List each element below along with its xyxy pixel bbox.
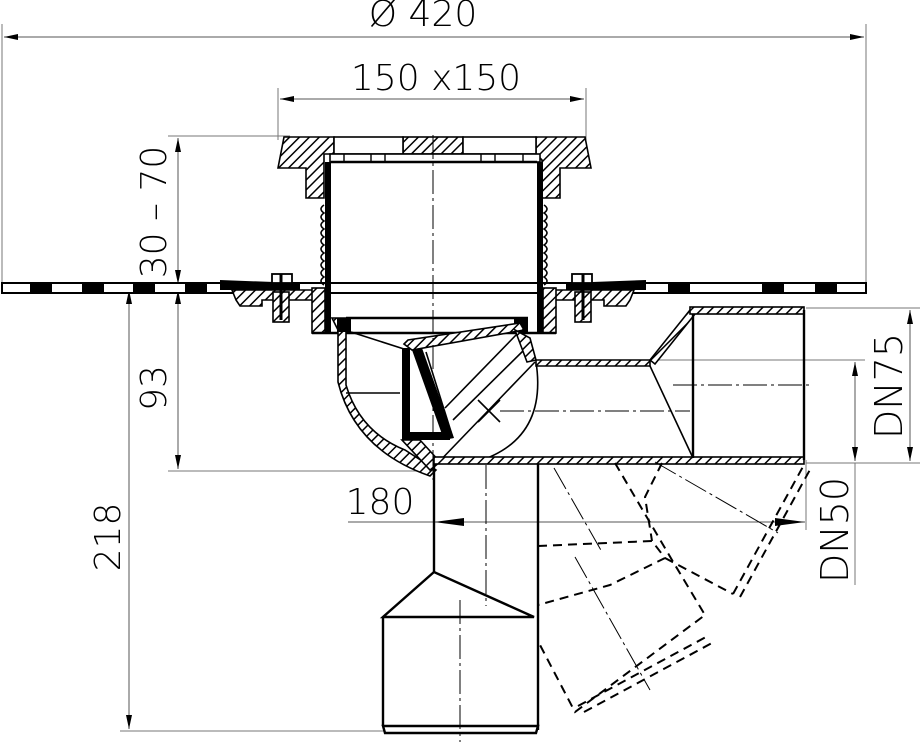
drain-body — [330, 135, 539, 480]
dimension-dn50: DN50 — [540, 359, 865, 585]
dimension-horizontal-offset: 180 — [346, 460, 807, 530]
dim-label-dn50: DN50 — [813, 477, 857, 583]
dimension-dn75: DN75 — [806, 307, 920, 464]
clamp-ring-right — [547, 273, 646, 323]
dim-label-adjustment: 30 – 70 — [134, 146, 175, 279]
clamp-ring-left — [220, 273, 319, 323]
dim-label-grate: 150 x150 — [351, 58, 521, 99]
dimension-outlet-depth: 93 — [134, 290, 430, 472]
grate-frame — [277, 136, 592, 199]
dimension-overall-diameter: Ø 420 — [1, 0, 867, 285]
dim-label-180: 180 — [346, 482, 415, 523]
outlet-dn50-angled — [537, 461, 813, 714]
dim-label-218: 218 — [88, 503, 129, 572]
dimension-height-adjustment: 30 – 70 — [134, 135, 290, 284]
membrane-flange — [1, 282, 867, 294]
dim-label-diameter: Ø 420 — [369, 0, 478, 35]
outlet-dn50-vertical — [379, 464, 540, 742]
dimension-total-depth: 218 — [88, 290, 384, 732]
dim-label-93: 93 — [134, 365, 175, 411]
dimension-grate-size: 150 x150 — [277, 58, 587, 140]
dim-label-dn75: DN75 — [867, 333, 911, 439]
extension-body — [311, 160, 557, 335]
outlet-dn75 — [433, 306, 810, 465]
